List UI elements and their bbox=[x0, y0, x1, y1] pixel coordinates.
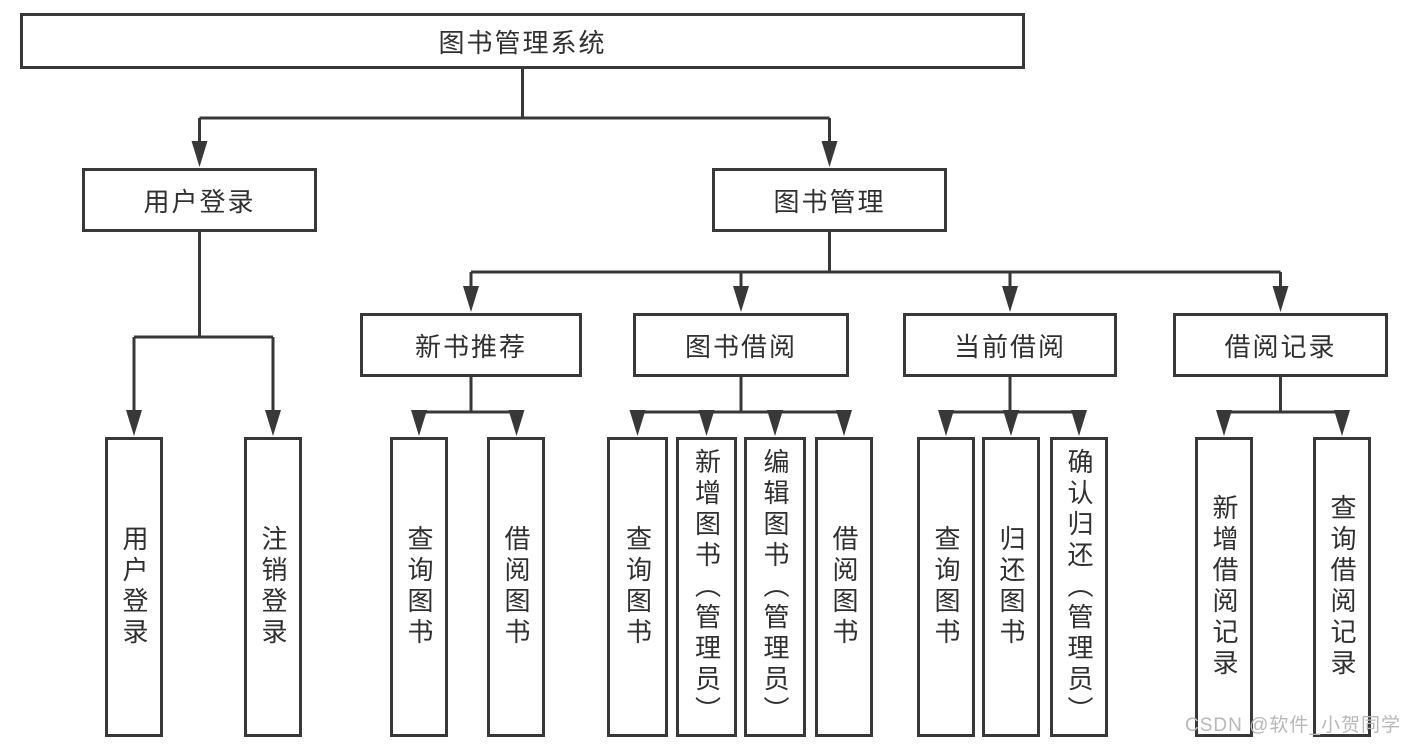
node-current-borrow: 当前借阅 bbox=[903, 313, 1117, 377]
leaf-query-books-current: 查询图书 bbox=[917, 437, 975, 737]
node-label: 用户登录 bbox=[143, 186, 256, 217]
node-borrow-records: 借阅记录 bbox=[1173, 313, 1388, 377]
node-label: 注销登录 bbox=[258, 525, 288, 649]
node-label: 查询图书 bbox=[404, 525, 434, 649]
node-label: 借阅图书 bbox=[829, 525, 859, 649]
leaf-borrow-books-recommend: 借阅图书 bbox=[487, 437, 545, 737]
node-label: 查询借阅记录 bbox=[1327, 494, 1357, 680]
node-label: 用户登录 bbox=[119, 525, 149, 649]
leaf-edit-book-admin: 编辑图书（管理员） bbox=[744, 437, 806, 737]
node-label: 新增借阅记录 bbox=[1209, 494, 1239, 680]
leaf-return-book: 归还图书 bbox=[982, 437, 1040, 737]
node-label: 借阅图书 bbox=[501, 525, 531, 649]
node-label: 查询图书 bbox=[931, 525, 961, 649]
node-root: 图书管理系统 bbox=[20, 13, 1025, 69]
node-label: 图书管理 bbox=[773, 186, 886, 217]
node-label: 确认归还（管理员） bbox=[1064, 447, 1094, 727]
leaf-logout: 注销登录 bbox=[244, 437, 302, 737]
watermark: CSDN @软件_小贺同学 bbox=[1185, 715, 1401, 736]
node-user-login: 用户登录 bbox=[82, 168, 317, 232]
node-label: 新增图书（管理员） bbox=[691, 447, 722, 727]
node-label: 图书管理系统 bbox=[438, 27, 607, 58]
node-label: 借阅记录 bbox=[1224, 331, 1337, 362]
leaf-borrow-books: 借阅图书 bbox=[815, 437, 873, 737]
node-book-borrow: 图书借阅 bbox=[633, 313, 849, 377]
leaf-query-books-borrow: 查询图书 bbox=[607, 437, 668, 737]
leaf-confirm-return-admin: 确认归还（管理员） bbox=[1050, 437, 1108, 737]
leaf-add-borrow-record: 新增借阅记录 bbox=[1195, 437, 1253, 737]
node-book-management: 图书管理 bbox=[712, 168, 947, 232]
node-label: 新书推荐 bbox=[414, 331, 527, 362]
arrow-down-icons bbox=[126, 141, 1350, 436]
node-label: 归还图书 bbox=[996, 525, 1026, 649]
leaf-query-books-recommend: 查询图书 bbox=[390, 437, 448, 737]
node-label: 查询图书 bbox=[622, 525, 653, 649]
leaf-query-borrow-record: 查询借阅记录 bbox=[1313, 437, 1371, 737]
node-label: 图书借阅 bbox=[684, 331, 797, 362]
node-new-book-recommend: 新书推荐 bbox=[360, 313, 582, 377]
leaf-user-login: 用户登录 bbox=[105, 437, 163, 737]
node-label: 当前借阅 bbox=[953, 331, 1066, 362]
leaf-add-book-admin: 新增图书（管理员） bbox=[676, 437, 737, 737]
node-label: 编辑图书（管理员） bbox=[760, 447, 790, 727]
